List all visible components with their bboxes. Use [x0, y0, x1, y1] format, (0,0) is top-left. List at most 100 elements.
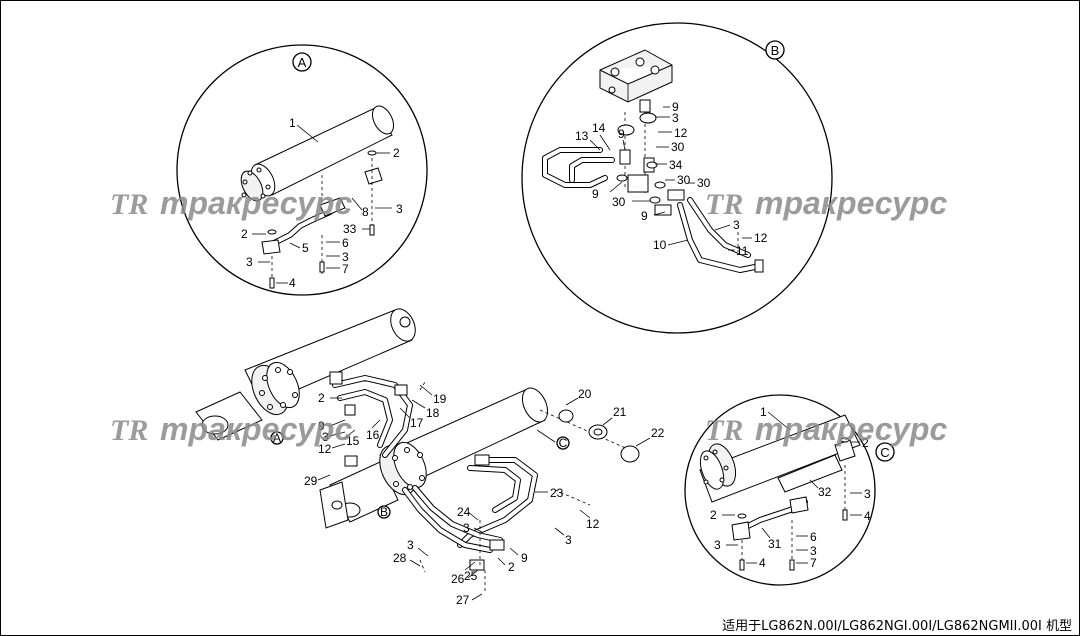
label: 34	[669, 158, 683, 172]
lower-cylinder	[319, 387, 549, 529]
label: 3	[565, 533, 572, 547]
label: 24	[457, 505, 471, 519]
label: 30	[671, 140, 685, 154]
label: 15	[346, 434, 360, 448]
label: 12	[318, 442, 332, 456]
label: 31	[768, 537, 782, 551]
label: 9	[318, 419, 325, 433]
main-assembly: A B C 19 18 17 2 9 3 15 16 12 20	[195, 308, 665, 607]
label: 8	[362, 205, 369, 219]
svg-text:тракресурс: тракресурс	[755, 411, 947, 447]
label: 4	[759, 556, 766, 570]
label: 12	[754, 231, 768, 245]
label: 14	[592, 121, 606, 135]
detail-c-callout	[875, 442, 895, 462]
label: 30	[677, 173, 691, 187]
label: 30	[612, 195, 626, 209]
main-callout-c-label: C	[559, 436, 568, 450]
label: 7	[342, 262, 349, 276]
watermark: TR тракресурс	[705, 185, 947, 221]
main-callout-a-label: A	[273, 431, 281, 445]
watermark: TR тракресурс	[110, 411, 352, 447]
label: 13	[575, 129, 589, 143]
label: 9	[521, 551, 528, 565]
watermarks: TR тракресурс TR тракресурс TR тракресур…	[110, 185, 947, 447]
detail-c-callout-label: C	[880, 445, 889, 460]
main-labels: 19 18 17 2 9 3 15 16 12 20 21 22 29	[304, 384, 665, 607]
svg-text:TR: TR	[110, 414, 148, 447]
label: 3	[246, 255, 253, 269]
label: 19	[433, 392, 447, 406]
label: 4	[289, 276, 296, 290]
label: 30	[697, 176, 711, 190]
label: 9	[618, 127, 625, 141]
detail-c-cylinder	[699, 414, 861, 503]
label: 1	[289, 116, 296, 130]
svg-text:тракресурс: тракресурс	[160, 411, 352, 447]
svg-text:TR: TR	[110, 188, 148, 221]
label: 2	[710, 508, 717, 522]
label: 23	[550, 486, 564, 500]
label: 21	[613, 405, 627, 419]
label: 3	[864, 487, 871, 501]
label: 3	[463, 521, 470, 535]
upper-cylinder	[195, 308, 416, 441]
label: 5	[302, 241, 309, 255]
main-callout-a	[270, 431, 284, 445]
detail-a: A 1 2 8 3	[176, 44, 428, 296]
detail-a-callout-label: A	[298, 55, 307, 70]
label: 7	[810, 556, 817, 570]
detail-a-cylinder	[240, 105, 395, 202]
label: 2	[508, 560, 515, 574]
label: 28	[393, 551, 407, 565]
label: 12	[586, 517, 600, 531]
svg-text:тракресурс: тракресурс	[755, 185, 947, 221]
label: 2	[318, 391, 325, 405]
label: 3	[733, 218, 740, 232]
svg-text:тракресурс: тракресурс	[160, 185, 352, 221]
label: 3	[714, 538, 721, 552]
svg-text:TR: TR	[705, 414, 743, 447]
label: 3	[396, 202, 403, 216]
main-callout-c	[556, 436, 570, 450]
detail-a-labels: 1 2 8 3 2 5 6 33 3 3 7 4	[241, 116, 403, 290]
label: 32	[818, 485, 832, 499]
label: 3	[322, 430, 329, 444]
label: 27	[456, 593, 470, 607]
label: 1	[760, 405, 767, 419]
detail-b: B	[521, 22, 833, 334]
watermark: TR тракресурс	[705, 411, 947, 447]
label: 4	[864, 509, 871, 523]
main-callout-b	[377, 505, 391, 519]
label: 22	[651, 426, 665, 440]
label: 29	[304, 474, 318, 488]
main-callout-b-label: B	[380, 505, 388, 519]
label: 3	[342, 250, 349, 264]
detail-b-valve	[599, 49, 673, 195]
label: 9	[641, 209, 648, 223]
label: 9	[672, 100, 679, 114]
label: 12	[674, 126, 688, 140]
label: 11	[736, 244, 749, 258]
label: 10	[653, 238, 667, 252]
label: 6	[810, 530, 817, 544]
label: 18	[426, 406, 440, 420]
detail-c-labels: 1 2 32 3 2 4 31 6 3 3 4 7	[710, 405, 871, 570]
applicability-footer: 适用于LG862N.00I/LG862NGI.00I/LG862NGMII.00…	[722, 619, 1072, 634]
svg-text:TR: TR	[705, 188, 743, 221]
detail-b-circle	[521, 22, 833, 334]
label: 3	[810, 544, 817, 558]
label: 16	[366, 428, 380, 442]
label: 9	[592, 187, 599, 201]
label: 33	[343, 222, 357, 236]
detail-b-callout	[765, 40, 785, 60]
detail-b-callout-label: B	[771, 43, 780, 58]
label: 6	[342, 236, 349, 250]
detail-a-callout	[292, 52, 312, 72]
label: 2	[393, 146, 400, 160]
label: 3	[672, 111, 679, 125]
label: 17	[410, 416, 424, 430]
